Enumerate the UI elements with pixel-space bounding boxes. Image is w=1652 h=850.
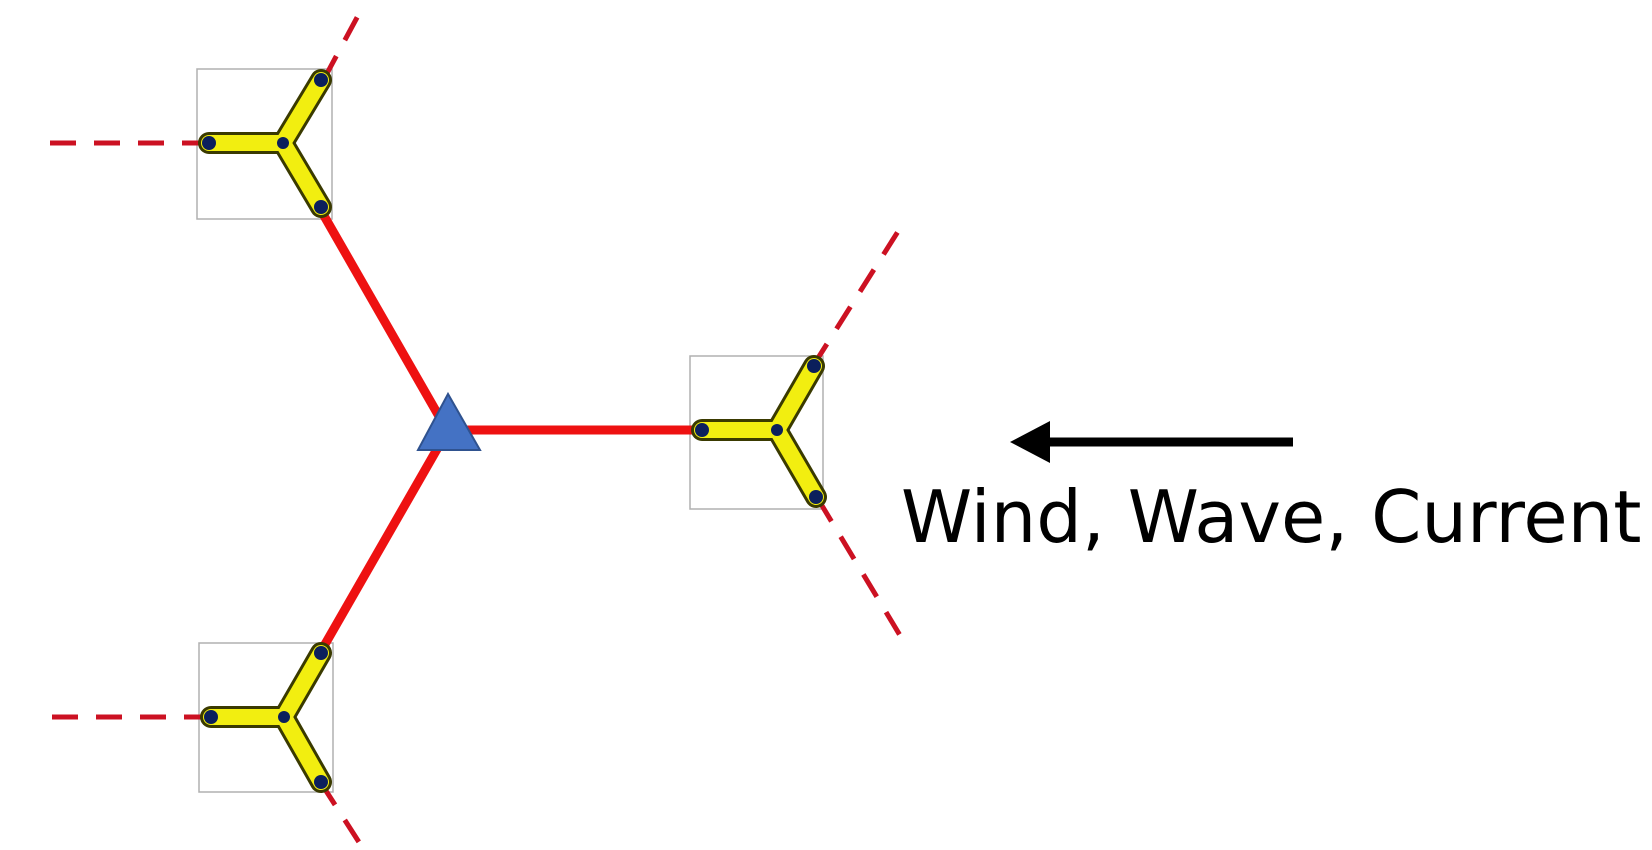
mooring-line-to-bottom-left [316, 434, 448, 656]
float-arms-top-left [198, 69, 332, 218]
node-dot [807, 359, 821, 373]
dashed-line-top-left-up [321, 10, 363, 81]
float-arm-fill [769, 358, 822, 438]
node-dot [204, 710, 218, 724]
float-arm-fill [276, 645, 329, 725]
dashed-line-right-up [810, 220, 907, 368]
node-dot [277, 137, 289, 149]
float-arm-fill [276, 709, 329, 790]
node-dot [771, 424, 783, 436]
float-arms-bottom-left [200, 642, 332, 793]
dashed-line-bottom-left-down [318, 781, 367, 850]
float-arms-right [691, 355, 827, 508]
node-dot [314, 646, 328, 660]
direction-label: Wind, Wave, Current [901, 475, 1642, 559]
node-dot [695, 423, 709, 437]
node-dot [314, 775, 328, 789]
node-dot [314, 73, 328, 87]
arrow-left-icon [1010, 421, 1293, 463]
mooring-line-to-top-left [315, 204, 448, 428]
node-dot [278, 711, 290, 723]
node-dot [809, 490, 823, 504]
float-arm-fill [275, 72, 329, 151]
dashed-line-right-down [815, 497, 907, 644]
node-dot [202, 136, 216, 150]
triangle-anchor-icon [416, 391, 482, 451]
float-arm-fill [275, 135, 329, 215]
mooring-lines-dashed [32, 10, 907, 850]
float-arm-fill [769, 422, 824, 505]
mooring-lines-solid [315, 204, 702, 656]
node-dot [314, 200, 328, 214]
